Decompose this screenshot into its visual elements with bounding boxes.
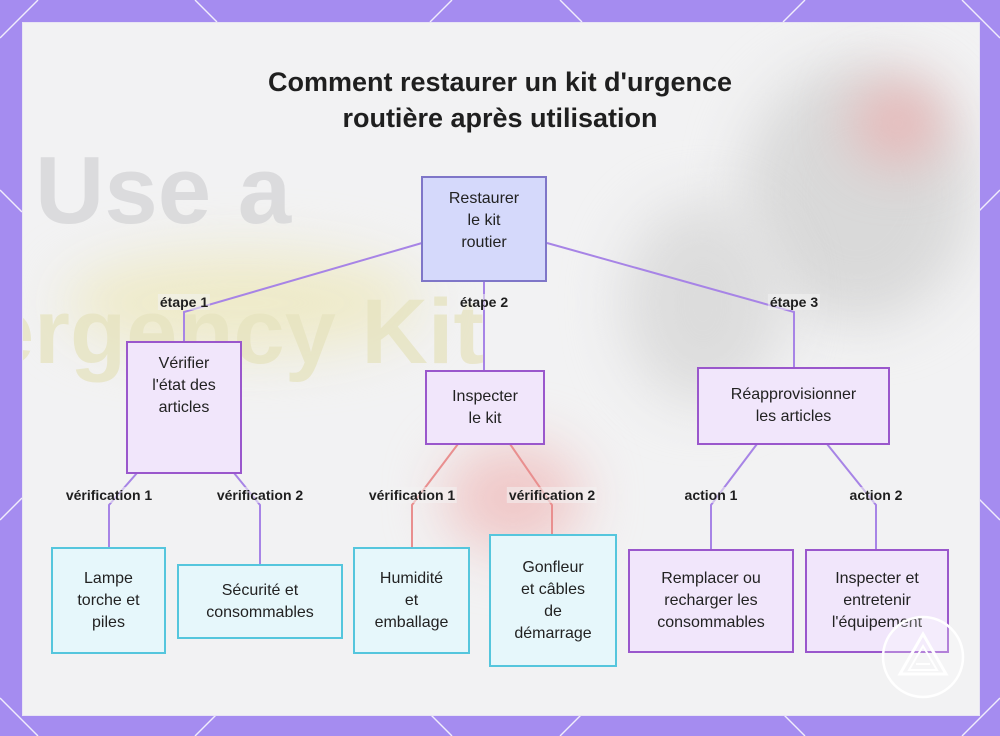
node-step-3: Réapprovisionner les articles [697, 367, 890, 445]
edge-step1-leaf1 [109, 473, 137, 547]
edge-label-check-1-b: vérification 1 [367, 487, 457, 503]
edge-label-action-1: action 1 [683, 487, 740, 503]
edge-label-check-2-a: vérification 2 [215, 487, 305, 503]
edge-label-step-2: étape 2 [458, 294, 510, 310]
node-root: Restaurer le kit routier [421, 176, 547, 282]
node-leaf-lamp: Lampe torche et piles [51, 547, 166, 654]
node-leaf-inflator: Gonfleur et câbles de démarrage [489, 534, 617, 667]
node-leaf-replace: Remplacer ou recharger les consommables [628, 549, 794, 653]
edge-root-step3 [547, 243, 794, 367]
triangle-warning-logo-icon [880, 614, 966, 700]
edge-label-check-2-b: vérification 2 [507, 487, 597, 503]
edge-label-action-2: action 2 [848, 487, 905, 503]
node-step-2: Inspecter le kit [425, 370, 545, 445]
edge-root-step1 [184, 243, 422, 341]
edge-label-step-1: étape 1 [158, 294, 210, 310]
node-leaf-humidity: Humidité et emballage [353, 547, 470, 654]
edge-label-check-1-a: vérification 1 [64, 487, 154, 503]
edge-label-step-3: étape 3 [768, 294, 820, 310]
node-step-1: Vérifier l'état des articles [126, 341, 242, 474]
node-leaf-safety: Sécurité et consommables [177, 564, 343, 639]
